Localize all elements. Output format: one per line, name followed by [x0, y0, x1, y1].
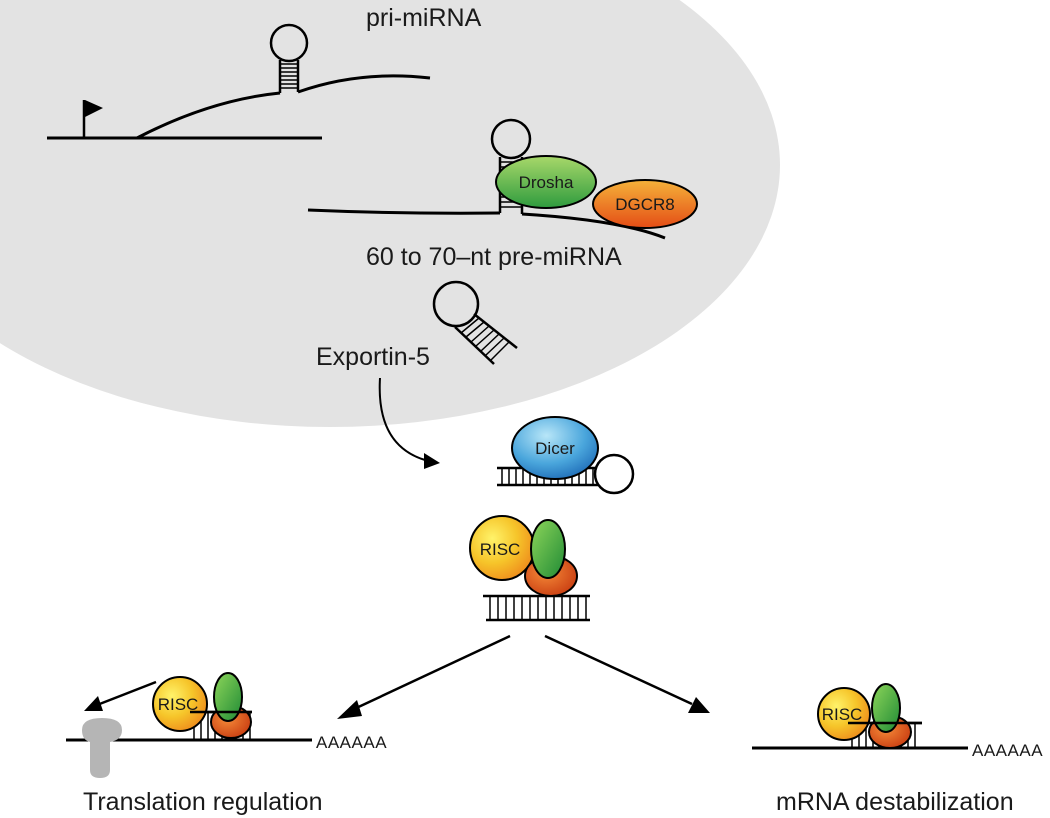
dicer-label: Dicer: [535, 439, 575, 458]
mrna-destabilization-panel: [752, 683, 968, 750]
green-protein-right: [871, 683, 901, 733]
mrna-destabilization-label: mRNA destabilization: [776, 788, 1014, 816]
risc-label-center: RISC: [480, 540, 521, 559]
dicer-complex: [497, 416, 635, 495]
dgcr8-protein: [592, 179, 698, 229]
green-protein-center: [530, 519, 566, 579]
risc-label-right: RISC: [822, 705, 863, 724]
branch-arrows: [337, 634, 710, 719]
risc-complex-center: [469, 515, 590, 622]
green-protein-left: [213, 672, 243, 722]
pre-mirna-label: 60 to 70–nt pre-miRNA: [366, 243, 622, 271]
risc-label-left: RISC: [158, 695, 199, 714]
polya-label-left: AAAAAA: [316, 733, 387, 752]
drosha-label: Drosha: [519, 173, 574, 192]
ribosome-icon: [82, 718, 122, 778]
risc-protein-right: [817, 687, 871, 741]
pri-mirna-label: pri-miRNA: [366, 4, 482, 32]
translation-regulation-panel: [66, 672, 312, 778]
dgcr8-label: DGCR8: [615, 195, 675, 214]
export-arrow: [378, 377, 440, 469]
risc-protein-left: [152, 676, 208, 732]
dicer-protein: [511, 416, 599, 480]
exportin-label: Exportin-5: [316, 343, 430, 371]
polya-label-right: AAAAAA: [972, 741, 1043, 760]
pri-mirna-structure: [47, 23, 431, 140]
drosha-processing: [307, 118, 698, 240]
drosha-protein: [495, 155, 597, 209]
translation-regulation-label: Translation regulation: [83, 788, 323, 816]
pre-mirna-hairpin: [432, 280, 518, 365]
